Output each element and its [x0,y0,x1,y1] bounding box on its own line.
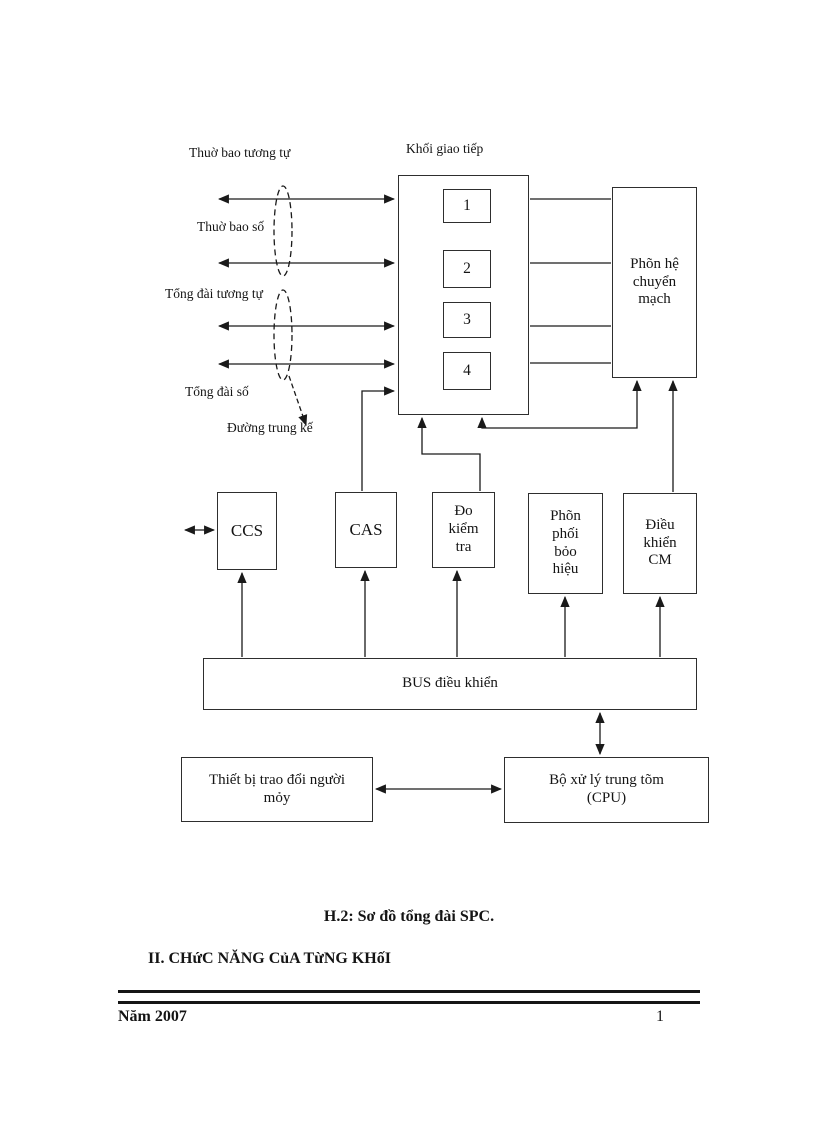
line-card-3-box: 3 [443,302,491,338]
interface-switch-bottom-link [477,379,642,429]
testing-box: Đo kiểm tra [432,492,495,568]
cable-bundle-ellipse-2 [273,289,293,381]
cas-to-interface-line [361,386,396,491]
cpu-box: Bộ xử lý trung tõm (CPU) [504,757,709,823]
trunk-pointer-line [288,375,308,427]
testing-to-interface-line [417,416,481,491]
figure-caption: H.2: Sơ đồ tổng đài SPC. [323,908,495,925]
footer-year: Năm 2007 [118,1008,187,1025]
line-card-4-box: 4 [443,352,491,390]
cm-control-box: Điều khiển CM [623,493,697,594]
analog-subscriber-label: Thuờ bao tương tự [189,145,291,160]
switching-subsystem-box: Phõn hệ chuyển mạch [612,187,697,378]
ccs-box: CCS [217,492,277,570]
trunk-line-label: Đường trung kế [227,420,313,435]
page-number: 1 [656,1008,664,1025]
cas-box: CAS [335,492,397,568]
line-card-1-box: 1 [443,189,491,223]
footer-rule-bottom [118,1001,700,1004]
interface-block-label: Khối giao tiếp [406,141,484,156]
mm-device-box: Thiết bị trao đổi người mỏy [181,757,373,822]
cable-bundle-ellipse-1 [273,185,293,277]
signal-distribution-box: Phõn phối bỏo hiệu [528,493,603,594]
line-card-2-box: 2 [443,250,491,288]
footer-rule-top [118,990,700,993]
digital-exchange-label: Tổng đài số [185,384,249,399]
analog-exchange-label: Tổng đài tương tự [165,286,263,301]
control-bus-box: BUS điều khiển [203,658,697,710]
section-heading: II. CHứC NĂNG CủA TừNG KHốI [148,950,391,967]
digital-subscriber-label: Thuờ bao số [197,219,265,234]
